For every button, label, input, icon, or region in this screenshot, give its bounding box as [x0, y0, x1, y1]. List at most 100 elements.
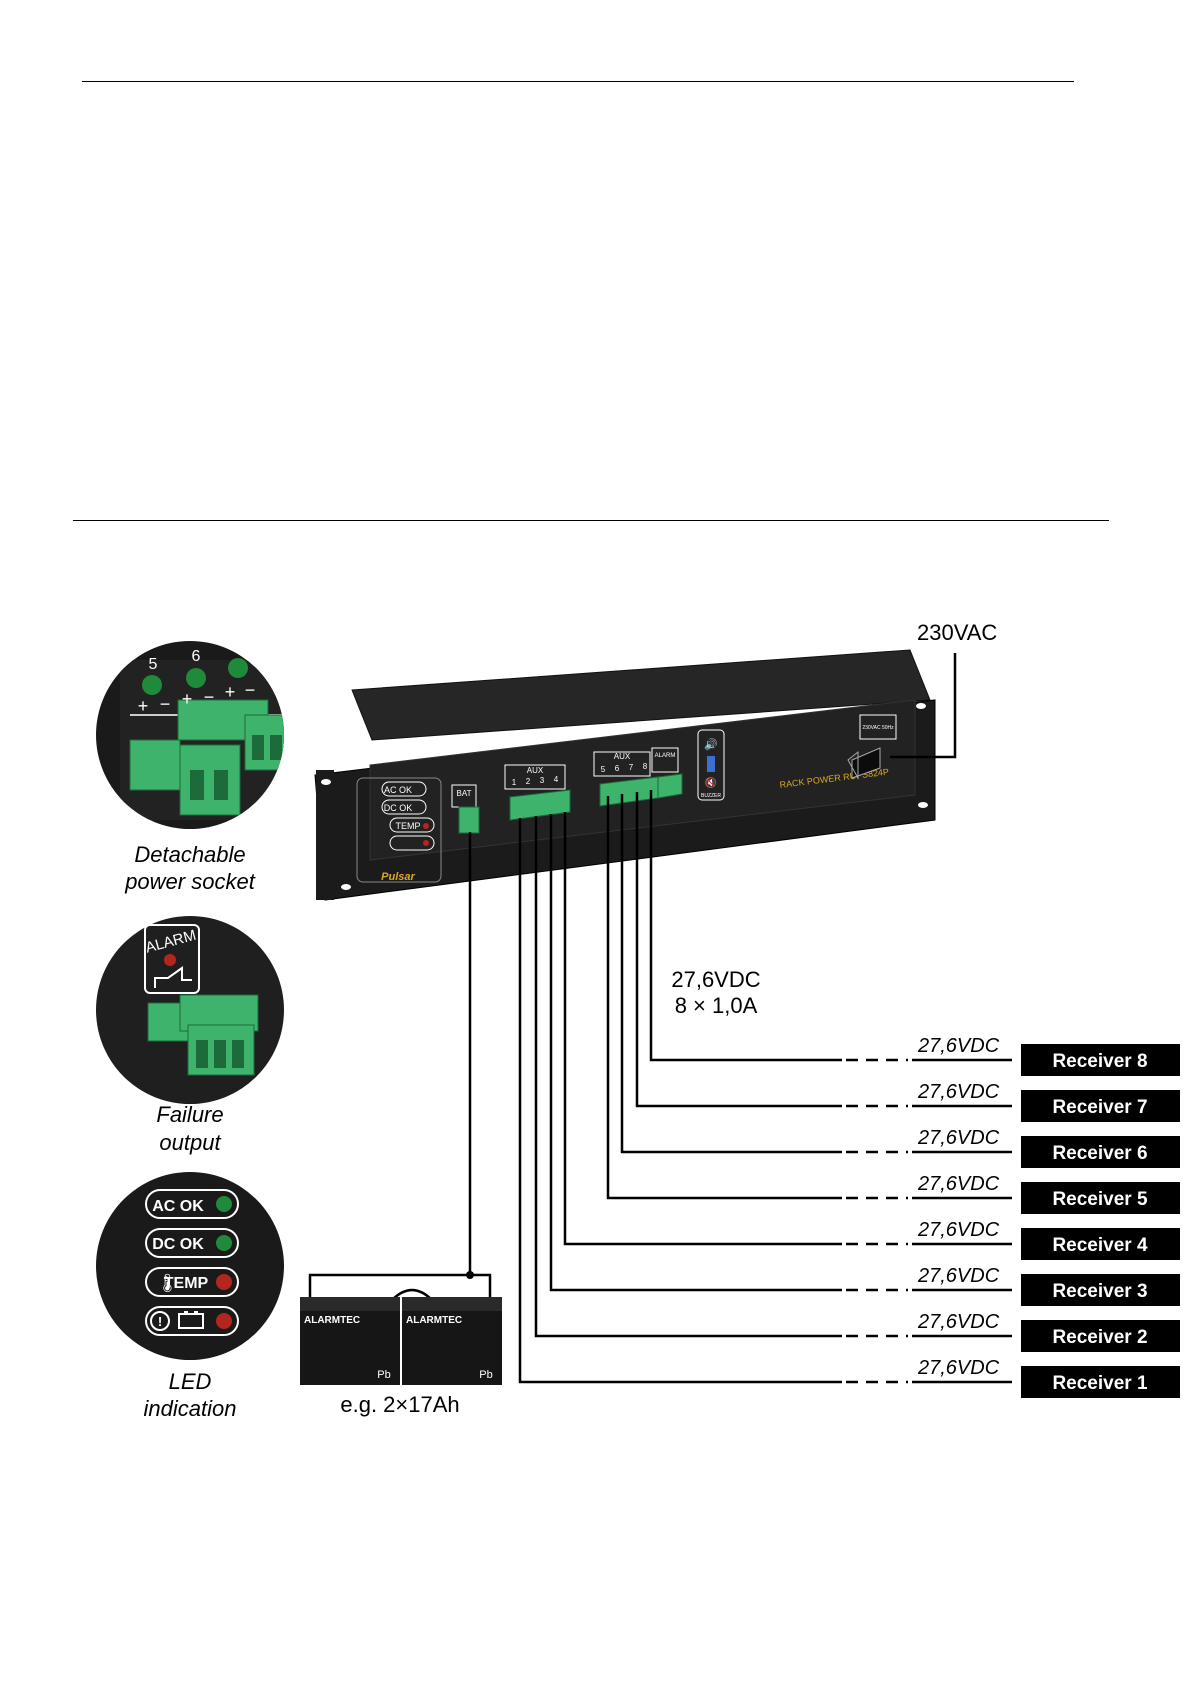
svg-text:7: 7	[629, 763, 634, 772]
inset-caption: Failure	[156, 1102, 223, 1127]
receiver-voltage-label: 27,6VDC	[917, 1219, 1000, 1241]
output-wire	[606, 796, 842, 1200]
svg-text:ALARMTEC: ALARMTEC	[304, 1315, 360, 1326]
svg-text:6: 6	[615, 764, 620, 773]
supply-wire	[890, 653, 957, 759]
receiver-voltage-label: 27,6VDC	[917, 1035, 1000, 1057]
svg-text:ALARM: ALARM	[655, 753, 676, 759]
svg-text:5: 5	[601, 765, 606, 774]
inset-power-socket: 5 6 + − + − + − Detachable power socket	[96, 641, 284, 894]
inset-led-6	[186, 668, 206, 688]
battery-pack: ALARMTEC Pb ALARMTEC Pb	[300, 1297, 502, 1385]
svg-text:ALARMTEC: ALARMTEC	[406, 1315, 462, 1326]
svg-text:8: 8	[643, 762, 648, 771]
svg-text:AC OK: AC OK	[152, 1198, 204, 1215]
thermometer-icon: 🌡	[156, 1273, 179, 1293]
supply-label: 230VAC	[917, 620, 997, 645]
power-inlet: 230VAC 50Hz	[847, 714, 897, 780]
terminal-block-icon	[129, 739, 181, 791]
battery-icon	[178, 1313, 204, 1329]
led-row-dc-ok: DC OK	[145, 1228, 239, 1258]
inset-led-indication: AC OK DC OK 🌡 TEMP ! LED indication	[96, 1172, 284, 1421]
output-wire	[649, 790, 842, 1062]
receiver-label: Receiver 8	[1052, 1051, 1147, 1072]
receiver-voltage-label: 27,6VDC	[917, 1357, 1000, 1379]
output-wire	[563, 812, 842, 1246]
polarity-mark: −	[160, 694, 171, 714]
svg-text:!: !	[158, 1314, 162, 1329]
led-row-ac-ok: AC OK	[145, 1189, 239, 1219]
receiver-box	[1021, 1090, 1180, 1122]
polarity-mark: −	[204, 687, 215, 707]
output-voltage-label: 27,6VDC	[671, 967, 760, 992]
svg-text:DC OK: DC OK	[384, 803, 413, 813]
receiver-label: Receiver 7	[1052, 1097, 1147, 1118]
receiver-voltage-label: 27,6VDC	[917, 1173, 1000, 1195]
wire-junction	[466, 1271, 474, 1279]
inset-number-5: 5	[149, 656, 158, 673]
output-wire	[635, 792, 842, 1108]
receiver-box	[1021, 1320, 1180, 1352]
section-rule	[73, 520, 1109, 521]
led-row-temp: 🌡 TEMP	[145, 1267, 239, 1297]
battery: ALARMTEC Pb	[402, 1297, 502, 1385]
receiver-voltage-label: 27,6VDC	[917, 1311, 1000, 1333]
inset-led-7	[228, 658, 248, 678]
pulsar-logo: Pulsar	[381, 871, 415, 883]
aux-connector-5-8: AUX 5 6 7 8	[593, 751, 659, 807]
battery: ALARMTEC Pb	[300, 1297, 400, 1385]
battery-wire	[308, 832, 492, 1302]
output-current-label: 8 × 1,0A	[675, 993, 758, 1018]
polarity-mark: −	[245, 680, 256, 700]
receiver-voltage-label: 27,6VDC	[917, 1265, 1000, 1287]
inset-caption: LED	[169, 1369, 212, 1394]
receiver-box	[1021, 1044, 1180, 1076]
polarity-mark: +	[138, 696, 149, 716]
aux-connector-1-4: AUX 1 2 3 4	[504, 764, 571, 821]
inset-caption: indication	[144, 1396, 237, 1421]
receiver-box	[1021, 1136, 1180, 1168]
receiver-box	[1021, 1274, 1180, 1306]
svg-text:Pb: Pb	[377, 1369, 390, 1381]
alarm-led	[164, 954, 176, 966]
led-row-battery-fault: !	[145, 1306, 239, 1336]
receiver-box	[1021, 1228, 1180, 1260]
polarity-mark: +	[225, 682, 236, 702]
buzzer-panel: 🔊 🔇 BUZZER	[697, 729, 725, 801]
power-supply-unit: AC OK DC OK TEMP Pulsar BAT AUX 1 2 3 4	[314, 649, 936, 901]
inset-caption: power socket	[124, 869, 256, 894]
inset-caption: output	[159, 1130, 221, 1155]
top-rule	[82, 81, 1074, 82]
output-wire	[534, 816, 842, 1338]
alarm-connector: ALARM	[651, 747, 683, 799]
svg-text:2: 2	[526, 777, 531, 786]
speaker-icon: 🔊	[704, 737, 718, 751]
svg-text:230VAC 50Hz: 230VAC 50Hz	[862, 725, 894, 731]
inset-led-5	[142, 675, 162, 695]
receiver-label: Receiver 5	[1052, 1189, 1148, 1210]
receiver-label: Receiver 4	[1052, 1235, 1148, 1256]
svg-text:AUX: AUX	[527, 766, 544, 775]
svg-text:BAT: BAT	[457, 789, 472, 798]
receiver-label: Receiver 2	[1052, 1327, 1147, 1348]
svg-text:TEMP: TEMP	[164, 1275, 209, 1292]
svg-text:1: 1	[512, 778, 517, 787]
receiver-box	[1021, 1366, 1180, 1398]
inset-number-6: 6	[192, 648, 201, 665]
receiver-label: Receiver 3	[1052, 1281, 1147, 1302]
receiver-label: Receiver 1	[1052, 1373, 1148, 1394]
output-wire	[620, 794, 842, 1154]
inset-caption: Detachable	[134, 842, 245, 867]
svg-text:AC OK: AC OK	[384, 785, 412, 795]
output-wires	[518, 790, 1012, 1384]
battery-label: e.g. 2×17Ah	[340, 1392, 459, 1417]
receiver-label: Receiver 6	[1052, 1143, 1147, 1164]
svg-text:AUX: AUX	[614, 752, 631, 761]
svg-text:3: 3	[540, 776, 545, 785]
receiver-voltage-label: 27,6VDC	[917, 1081, 1000, 1103]
svg-text:TEMP: TEMP	[395, 821, 420, 831]
svg-text:BUZZER: BUZZER	[701, 793, 721, 799]
output-wire	[518, 818, 842, 1384]
warning-icon	[150, 1311, 170, 1331]
